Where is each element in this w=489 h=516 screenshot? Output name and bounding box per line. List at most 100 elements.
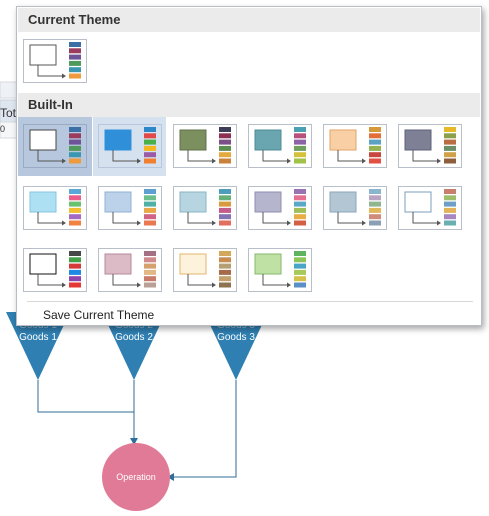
theme-color-swatch	[369, 214, 381, 220]
theme-color-swatch	[219, 276, 231, 282]
theme-color-swatch	[69, 127, 81, 132]
goods-3-label: Goods 3	[217, 332, 255, 343]
theme-color-swatch	[219, 220, 231, 226]
theme-color-swatch	[219, 152, 231, 158]
connector-goods-1	[37, 380, 135, 440]
theme-preview-icon	[104, 127, 156, 164]
builtin-theme-10[interactable]	[248, 186, 312, 230]
theme-preview-icon	[179, 189, 231, 226]
builtin-theme-11[interactable]	[323, 186, 387, 230]
builtin-theme-4[interactable]	[248, 124, 312, 168]
builtin-theme-8[interactable]	[98, 186, 162, 230]
connector-goods-3	[172, 380, 237, 478]
builtin-theme-6[interactable]	[398, 124, 462, 168]
theme-color-swatch	[144, 251, 156, 256]
builtin-theme-13[interactable]	[23, 248, 87, 292]
theme-color-swatch	[69, 220, 81, 226]
theme-color-swatch	[69, 189, 81, 194]
theme-color-swatch	[144, 276, 156, 282]
theme-color-swatch	[69, 152, 81, 158]
theme-color-swatch	[219, 207, 231, 213]
goods-2-triangle[interactable]	[102, 312, 166, 380]
builtin-theme-15[interactable]	[173, 248, 237, 292]
theme-color-swatch	[369, 139, 381, 145]
theme-connector-swatch	[337, 212, 362, 224]
theme-color-swatch	[144, 201, 156, 207]
current-theme-thumbnail[interactable]	[23, 39, 87, 83]
theme-connector-swatch	[187, 150, 212, 162]
theme-color-swatch	[369, 127, 381, 132]
theme-connector-swatch	[37, 150, 62, 162]
theme-shape-swatch	[254, 253, 282, 275]
save-current-theme-button[interactable]: Save Current Theme	[43, 308, 155, 322]
theme-color-swatch	[69, 251, 81, 256]
theme-color-swatch	[369, 133, 381, 139]
theme-connector-swatch	[262, 212, 287, 224]
theme-shape-swatch	[29, 129, 57, 151]
theme-color-swatch	[294, 158, 306, 164]
theme-preview-icon	[329, 189, 381, 226]
theme-shape-swatch	[29, 253, 57, 275]
theme-color-swatch	[144, 220, 156, 226]
theme-color-swatch	[444, 207, 456, 213]
theme-color-swatch	[294, 251, 306, 256]
theme-color-swatch	[69, 263, 81, 269]
builtin-theme-3[interactable]	[173, 124, 237, 168]
theme-arrow-swatch	[62, 158, 66, 164]
theme-color-swatch	[369, 145, 381, 151]
operation-circle[interactable]	[102, 443, 170, 511]
goods-1-label: Goods 1	[19, 332, 57, 343]
theme-connector-swatch	[337, 150, 362, 162]
theme-color-swatch	[144, 145, 156, 151]
operation-label: Operation	[116, 472, 156, 482]
builtin-theme-7[interactable]	[23, 186, 87, 230]
theme-color-swatch	[369, 152, 381, 158]
goods-3-triangle[interactable]	[204, 312, 268, 380]
theme-color-swatch	[219, 133, 231, 139]
builtin-theme-5[interactable]	[323, 124, 387, 168]
theme-preview-icon	[29, 42, 81, 79]
theme-preview-icon	[404, 189, 456, 226]
theme-color-swatch	[69, 282, 81, 288]
theme-color-swatch	[144, 158, 156, 164]
theme-color-swatch	[219, 145, 231, 151]
theme-color-swatch	[444, 133, 456, 139]
theme-color-swatch	[219, 214, 231, 220]
theme-color-swatch	[144, 133, 156, 139]
theme-connector-swatch	[112, 150, 137, 162]
theme-arrow-swatch	[137, 158, 141, 164]
theme-color-swatch	[369, 201, 381, 207]
theme-shape-swatch	[104, 191, 132, 213]
theme-color-swatch	[294, 263, 306, 269]
theme-color-swatch	[69, 269, 81, 275]
builtin-theme-9[interactable]	[173, 186, 237, 230]
theme-color-swatch	[444, 139, 456, 145]
theme-arrow-swatch	[62, 282, 66, 288]
theme-shape-swatch	[29, 44, 57, 66]
theme-preview-icon	[29, 189, 81, 226]
theme-color-swatch	[444, 201, 456, 207]
builtin-theme-1[interactable]	[23, 124, 87, 168]
theme-connector-swatch	[187, 274, 212, 286]
theme-color-swatch	[294, 139, 306, 145]
builtin-theme-2[interactable]	[98, 124, 162, 168]
theme-shape-swatch	[104, 129, 132, 151]
theme-color-swatch	[294, 214, 306, 220]
theme-arrow-swatch	[212, 220, 216, 226]
menu-separator	[27, 301, 473, 302]
goods-1-triangle[interactable]	[6, 312, 70, 380]
builtin-theme-14[interactable]	[98, 248, 162, 292]
theme-color-swatch	[294, 189, 306, 194]
theme-color-swatch	[219, 201, 231, 207]
builtin-theme-12[interactable]	[398, 186, 462, 230]
builtin-theme-16[interactable]	[248, 248, 312, 292]
builtin-header: Built-In	[18, 93, 480, 117]
current-theme-header: Current Theme	[18, 8, 480, 32]
theme-color-swatch	[144, 195, 156, 201]
theme-color-swatch	[69, 42, 81, 47]
theme-color-swatch	[369, 158, 381, 164]
theme-color-swatch	[69, 195, 81, 201]
theme-connector-swatch	[37, 65, 62, 77]
theme-connector-swatch	[262, 150, 287, 162]
theme-panel: Current Theme Built-In Save Current Them…	[16, 6, 482, 326]
